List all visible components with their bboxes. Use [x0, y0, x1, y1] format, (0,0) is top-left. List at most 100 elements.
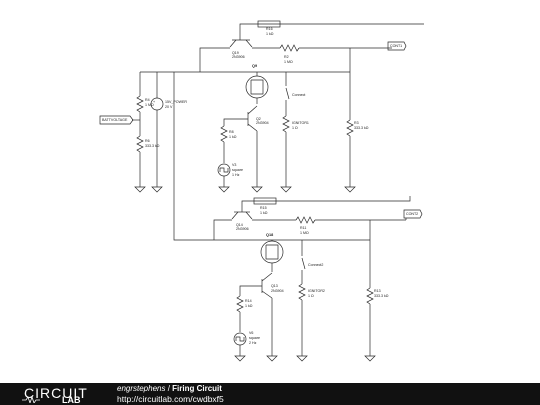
q18-label: Q18 [266, 233, 273, 237]
q19-part: 2N3906 [232, 55, 245, 59]
r2-name: R2 [284, 55, 289, 59]
resistor-r15 [253, 197, 277, 205]
q13-name: Q13 [271, 284, 278, 288]
r4-value: 1 MΩ [145, 103, 154, 107]
ignitor2-name: IGNITOR2 [308, 289, 325, 293]
q9-symbol [250, 79, 264, 95]
circuit-url[interactable]: http://circuitlab.com/cwdbxf5 [117, 394, 224, 404]
battvoltage-label: BATTVOLTAGE [102, 118, 128, 122]
source-v3-wave [219, 167, 229, 173]
resistor-r14 [236, 295, 244, 313]
r13-value: 333.3 kΩ [374, 294, 389, 298]
r2-value: 1 MΩ [284, 60, 293, 64]
circuitlab-logo-sub: LAB [62, 395, 81, 405]
resistor-r6 [136, 135, 144, 153]
resistor-r2 [279, 44, 300, 52]
q14-part: 2N3906 [236, 227, 249, 231]
ignitor1-name: IGNITOR1 [292, 121, 309, 125]
r8-name: R8 [229, 130, 234, 134]
q9-label: Q9 [252, 64, 257, 68]
credit-line: engrstephens / Firing Circuit [117, 384, 222, 393]
r6-name: R6 [145, 139, 150, 143]
r14-value: 1 kΩ [245, 304, 253, 308]
battvoltage-port [99, 115, 134, 125]
batt-value: 20 V [165, 105, 173, 109]
q18-symbol [265, 244, 279, 260]
ground-v6 [234, 355, 246, 362]
resistor-ignitor1 [282, 115, 290, 133]
ground-v3 [218, 186, 230, 193]
ground-q2 [251, 186, 263, 193]
q13-part: 2N3904 [271, 289, 284, 293]
resistor-r3 [346, 119, 354, 137]
ground-ignitor1 [280, 186, 292, 193]
cont1-label: CONT1 [390, 44, 402, 48]
r15-name: R15 [260, 206, 267, 210]
v6-name: V6 [249, 331, 253, 335]
ground-r3 [344, 186, 356, 193]
schematic: R16 1 kΩ Q19 2N3906 R2 1 MΩ CONT1 Q9 Con… [99, 20, 424, 362]
cont2-label: CONT2 [406, 212, 418, 216]
v6-freq: 2 Hz [249, 341, 257, 345]
wire-q13-base [239, 285, 262, 296]
r11-name: R11 [300, 226, 306, 230]
resistor-r4 [136, 95, 144, 113]
v3-type: square [232, 168, 243, 172]
r14-name: R14 [245, 299, 252, 303]
author-name[interactable]: engrstephens [117, 384, 166, 393]
switch-connect2 [301, 257, 306, 270]
resistor-r8 [220, 125, 228, 143]
connect-label: Connect [292, 93, 305, 97]
ground-r6 [134, 186, 146, 193]
q13-collector [261, 272, 273, 282]
q14-collector [245, 211, 253, 220]
ground-batt [151, 186, 163, 193]
footer-bar: CIRCUIT LAB engrstephens / Firing Circui… [0, 383, 540, 405]
q14-name: Q14 [236, 223, 243, 227]
wire-r16-rail [239, 23, 424, 40]
wire-stage2-feed [173, 72, 214, 241]
switch-connect [285, 87, 290, 100]
resistor-r13 [366, 287, 374, 305]
resistor-ignitor2 [298, 283, 306, 301]
v3-freq: 1 Hz [232, 173, 240, 177]
r3-value: 333.3 kΩ [354, 126, 369, 130]
circuit-title: Firing Circuit [172, 384, 222, 393]
r8-value: 1 kΩ [229, 135, 237, 139]
q19-name: Q19 [232, 51, 239, 55]
q18-body [260, 240, 284, 264]
r16-name: R16 [266, 27, 273, 31]
credit-separator: / [165, 384, 173, 393]
r13-name: R13 [374, 289, 381, 293]
ignitor1-value: 1 Ω [292, 126, 298, 130]
ground-ignitor2 [296, 355, 308, 362]
q13-emitter [261, 290, 273, 299]
q2-collector [247, 105, 258, 115]
v3-name: V3 [232, 163, 236, 167]
source-v6-wave [235, 336, 245, 342]
connect2-label: Connect2 [308, 263, 323, 267]
wire-q2-base [223, 118, 248, 126]
wire-r15-rail [241, 196, 411, 212]
circuitlab-logo[interactable]: CIRCUIT [24, 385, 88, 401]
ground-q13 [266, 355, 278, 362]
resistor-r11 [295, 216, 316, 224]
r4-name: R4 [145, 98, 150, 102]
r16-value: 1 kΩ [266, 32, 274, 36]
cont1-port [387, 41, 407, 51]
q2-part: 2N3904 [256, 121, 269, 125]
q2-name: Q2 [256, 117, 261, 121]
r3-name: R3 [354, 121, 359, 125]
v6-type: square [249, 336, 260, 340]
q9-body [245, 75, 269, 99]
batt-plus: + [153, 100, 155, 104]
wire-q14-bus [213, 219, 232, 240]
r15-value: 1 kΩ [260, 211, 268, 215]
cont2-port [403, 209, 423, 219]
q2-emitter [247, 123, 258, 132]
q14-emitter [231, 211, 239, 220]
r11-value: 1 MΩ [300, 231, 309, 235]
ignitor2-value: 1 Ω [308, 294, 314, 298]
q19-emitter [229, 39, 237, 48]
